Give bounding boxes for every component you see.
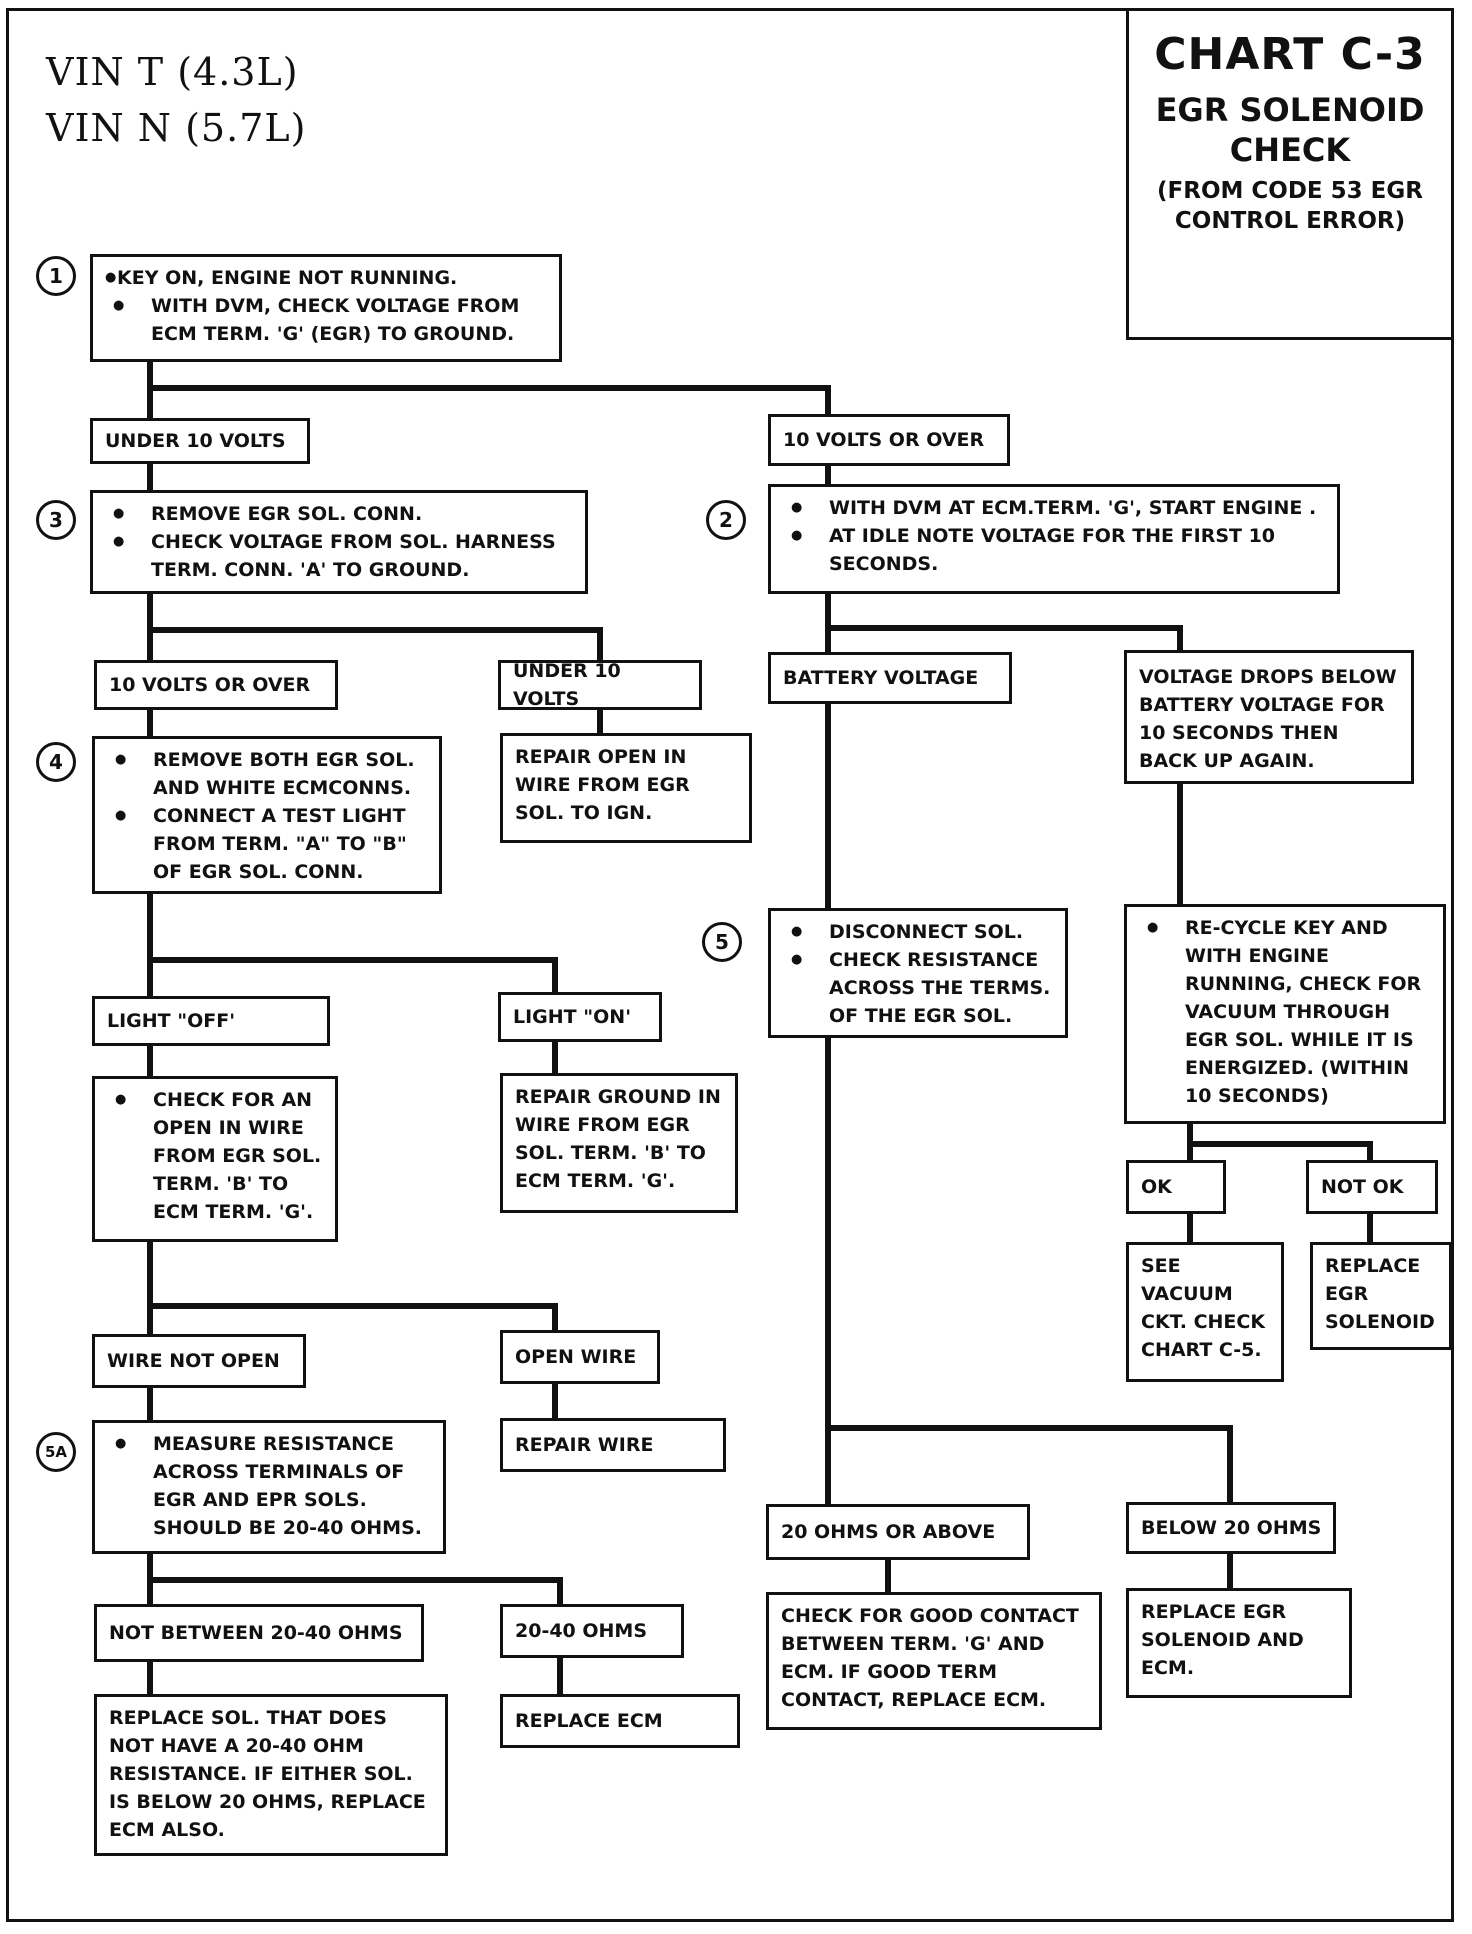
chart-id: CHART C-3	[1154, 29, 1426, 80]
vin-line: VIN T (4.3L)	[46, 50, 299, 94]
step-1-bullet: WITH DVM, CHECK VOLTAGE FROM ECM TERM. '…	[105, 292, 549, 348]
step-3-bullet: REMOVE EGR SOL. CONN.	[105, 500, 575, 528]
step-1-bullet: KEY ON, ENGINE NOT RUNNING.	[105, 264, 549, 292]
chart-subtitle-line: (FROM CODE 53 EGR	[1157, 178, 1423, 204]
vin-line: VIN N (5.7L)	[46, 106, 307, 150]
label-not-between-20-40-ohms: NOT BETWEEN 20-40 OHMS	[94, 1604, 424, 1662]
step-5-bullet: CHECK RESISTANCE ACROSS THE TERMS. OF TH…	[783, 946, 1055, 1030]
label-under-10-volts: UNDER 10 VOLTS	[498, 660, 702, 710]
chart-title-box: CHART C-3 EGR SOLENOID CHECK (FROM CODE …	[1126, 8, 1454, 340]
chart-title: EGR SOLENOID CHECK	[1129, 90, 1451, 170]
step-5a-box: MEASURE RESISTANCE ACROSS TERMINALS OF E…	[92, 1420, 446, 1554]
label-battery-voltage: BATTERY VOLTAGE	[768, 652, 1012, 704]
label-light-on: LIGHT "ON'	[498, 992, 662, 1042]
step-number-4: 4	[36, 742, 76, 782]
recycle-key-bullet: RE-CYCLE KEY AND WITH ENGINE RUNNING, CH…	[1139, 914, 1433, 1110]
step-5-box: DISCONNECT SOL. CHECK RESISTANCE ACROSS …	[768, 908, 1068, 1038]
connector	[147, 1379, 558, 1425]
connector	[147, 1237, 558, 1339]
connector	[1187, 1119, 1373, 1165]
result-replace-egr-and-ecm: REPLACE EGR SOLENOID AND ECM.	[1126, 1588, 1352, 1698]
step-number-1: 1	[36, 256, 76, 296]
label-20-ohms-or-above: 20 OHMS OR ABOVE	[766, 1504, 1030, 1560]
result-replace-sol: REPLACE SOL. THAT DOES NOT HAVE A 20-40 …	[94, 1694, 448, 1856]
result-check-good-contact: CHECK FOR GOOD CONTACT BETWEEN TERM. 'G'…	[766, 1592, 1102, 1730]
connector	[147, 587, 603, 665]
chart-title-line: CHECK	[1229, 131, 1351, 169]
step-number-3: 3	[36, 500, 76, 540]
label-20-40-ohms: 20-40 OHMS	[500, 1604, 684, 1658]
chart-subtitle: (FROM CODE 53 EGR CONTROL ERROR)	[1129, 176, 1451, 236]
step-3-bullet: CHECK VOLTAGE FROM SOL. HARNESS TERM. CO…	[105, 528, 575, 584]
label-10-volts-or-over: 10 VOLTS OR OVER	[768, 414, 1010, 466]
step-3-box: REMOVE EGR SOL. CONN. CHECK VOLTAGE FROM…	[90, 490, 588, 594]
check-open-box: CHECK FOR AN OPEN IN WIRE FROM EGR SOL. …	[92, 1076, 338, 1242]
step-5-bullet: DISCONNECT SOL.	[783, 918, 1055, 946]
step-number-5: 5	[702, 922, 742, 962]
connector	[147, 1653, 563, 1699]
connector	[885, 1549, 1233, 1597]
connector	[147, 1549, 563, 1609]
label-10-volts-or-over: 10 VOLTS OR OVER	[94, 660, 338, 710]
label-light-off: LIGHT "OFF'	[92, 996, 330, 1046]
result-repair-ground: REPAIR GROUND IN WIRE FROM EGR SOL. TERM…	[500, 1073, 738, 1213]
label-voltage-drops: VOLTAGE DROPS BELOW BATTERY VOLTAGE FOR …	[1124, 650, 1414, 784]
label-ok: OK	[1126, 1160, 1226, 1214]
result-replace-egr-solenoid: REPLACE EGR SOLENOID	[1310, 1242, 1452, 1350]
step-number-2: 2	[706, 500, 746, 540]
connector	[147, 357, 831, 421]
chart-subtitle-line: CONTROL ERROR)	[1174, 208, 1406, 234]
label-not-ok: NOT OK	[1306, 1160, 1438, 1214]
result-repair-wire: REPAIR WIRE	[500, 1418, 726, 1472]
step-4-box: REMOVE BOTH EGR SOL. AND WHITE ECMCONNS.…	[92, 736, 442, 894]
step-2-bullet: AT IDLE NOTE VOLTAGE FOR THE FIRST 10 SE…	[783, 522, 1327, 578]
result-see-vacuum: SEE VACUUM CKT. CHECK CHART C-5.	[1126, 1242, 1284, 1382]
check-open-bullet: CHECK FOR AN OPEN IN WIRE FROM EGR SOL. …	[107, 1086, 325, 1226]
recycle-key-box: RE-CYCLE KEY AND WITH ENGINE RUNNING, CH…	[1124, 904, 1446, 1124]
step-4-bullet: REMOVE BOTH EGR SOL. AND WHITE ECMCONNS.	[107, 746, 429, 802]
step-number-5a: 5A	[36, 1432, 76, 1472]
step-2-box: WITH DVM AT ECM.TERM. 'G', START ENGINE …	[768, 484, 1340, 594]
step-1-box: KEY ON, ENGINE NOT RUNNING. WITH DVM, CH…	[90, 254, 562, 362]
chart-title-line: EGR SOLENOID	[1155, 91, 1425, 129]
result-replace-ecm: REPLACE ECM	[500, 1694, 740, 1748]
connector	[825, 591, 1183, 655]
label-below-20-ohms: BELOW 20 OHMS	[1126, 1502, 1336, 1554]
connector	[825, 1033, 1233, 1509]
connector	[147, 889, 558, 1001]
result-repair-open-ign: REPAIR OPEN IN WIRE FROM EGR SOL. TO IGN…	[500, 733, 752, 843]
step-2-bullet: WITH DVM AT ECM.TERM. 'G', START ENGINE …	[783, 494, 1327, 522]
connector	[1187, 1209, 1373, 1247]
chart-border	[6, 8, 1454, 1922]
step-4-bullet: CONNECT A TEST LIGHT FROM TERM. "A" TO "…	[107, 802, 429, 886]
step-5a-bullet: MEASURE RESISTANCE ACROSS TERMINALS OF E…	[107, 1430, 433, 1542]
label-wire-not-open: WIRE NOT OPEN	[92, 1334, 306, 1388]
label-open-wire: OPEN WIRE	[500, 1330, 660, 1384]
label-under-10-volts: UNDER 10 VOLTS	[90, 418, 310, 464]
